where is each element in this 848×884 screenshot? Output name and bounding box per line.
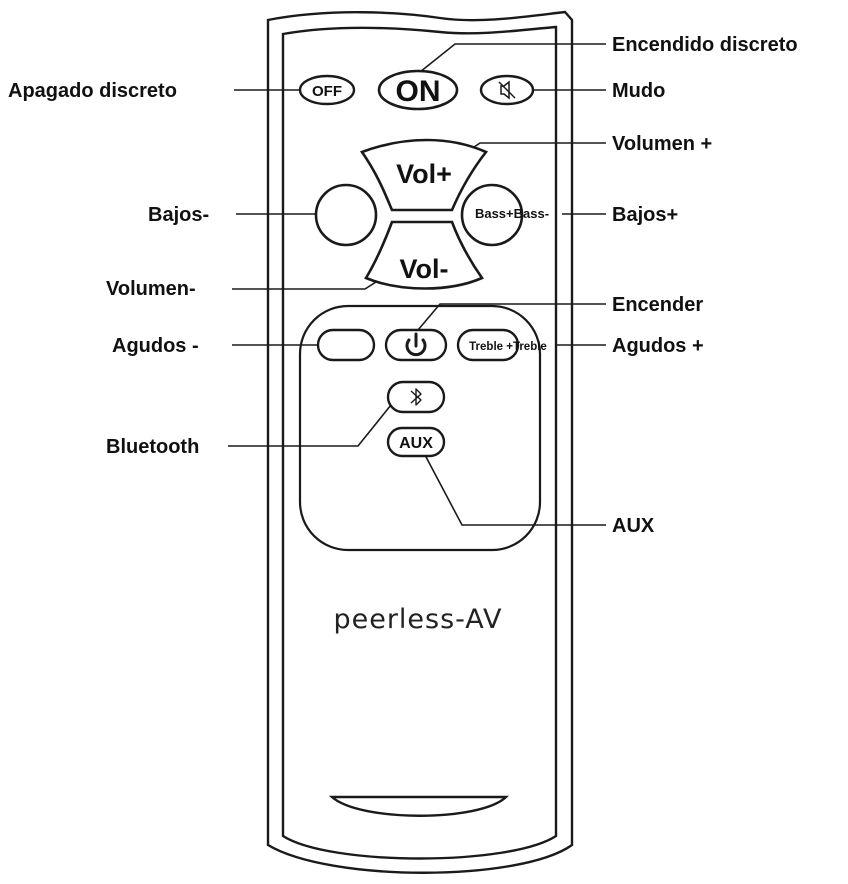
bass-down-button[interactable] — [314, 183, 378, 247]
remote-outer-outline — [266, 10, 574, 874]
vol-up-button[interactable]: Vol+ — [359, 138, 489, 212]
label-encender: Encender — [612, 294, 703, 316]
callout-labels: Encendido discreto Apagado discreto Mudo… — [8, 34, 798, 537]
bottom-crescent-mark — [328, 795, 509, 817]
label-bluetooth: Bluetooth — [106, 436, 199, 458]
label-aux: AUX — [612, 515, 655, 537]
leader-encender — [417, 303, 606, 331]
power-icon — [405, 332, 427, 357]
label-agudos-menos: Agudos - — [112, 335, 199, 357]
leader-encendido-discreto — [419, 43, 606, 73]
on-button-label: ON — [396, 75, 441, 108]
vol-up-label: Vol+ — [396, 159, 452, 189]
aux-button[interactable]: AUX — [386, 426, 446, 458]
vol-down-label: Vol- — [400, 254, 449, 284]
lower-button-panel — [298, 304, 542, 552]
off-button[interactable]: OFF — [298, 74, 356, 106]
label-bajos-mas: Bajos+ — [612, 204, 678, 226]
bass-button-label: Bass+Bass- — [475, 206, 549, 221]
power-button[interactable] — [384, 328, 448, 362]
brand-logo-text: peerless-AV — [333, 604, 502, 635]
mute-icon — [498, 80, 516, 100]
leader-bluetooth — [228, 399, 396, 447]
label-encendido-discreto: Encendido discreto — [612, 34, 798, 56]
bluetooth-button[interactable] — [386, 380, 446, 414]
remote-body — [266, 10, 574, 874]
aux-button-label: AUX — [399, 435, 433, 452]
label-agudos-mas: Agudos + — [612, 335, 704, 357]
on-button[interactable]: ON — [377, 69, 459, 111]
label-apagado-discreto: Apagado discreto — [8, 80, 177, 102]
bluetooth-icon — [410, 388, 422, 406]
label-bajos-menos: Bajos- — [148, 204, 209, 226]
vol-down-button[interactable]: Vol- — [364, 220, 484, 290]
treble-button-label: Treble +Treble — [469, 341, 547, 353]
label-volumen-mas: Volumen + — [612, 133, 712, 155]
treble-down-button[interactable] — [316, 328, 376, 362]
treble-up-button[interactable]: Treble +Treble — [456, 328, 547, 362]
bass-up-button[interactable]: Bass+Bass- — [460, 183, 549, 247]
off-button-label: OFF — [312, 83, 342, 100]
label-mudo: Mudo — [612, 80, 665, 102]
remote-inner-outline — [281, 25, 558, 860]
mute-button[interactable] — [479, 74, 535, 106]
leader-aux — [424, 454, 606, 526]
label-volumen-menos: Volumen- — [106, 278, 196, 300]
